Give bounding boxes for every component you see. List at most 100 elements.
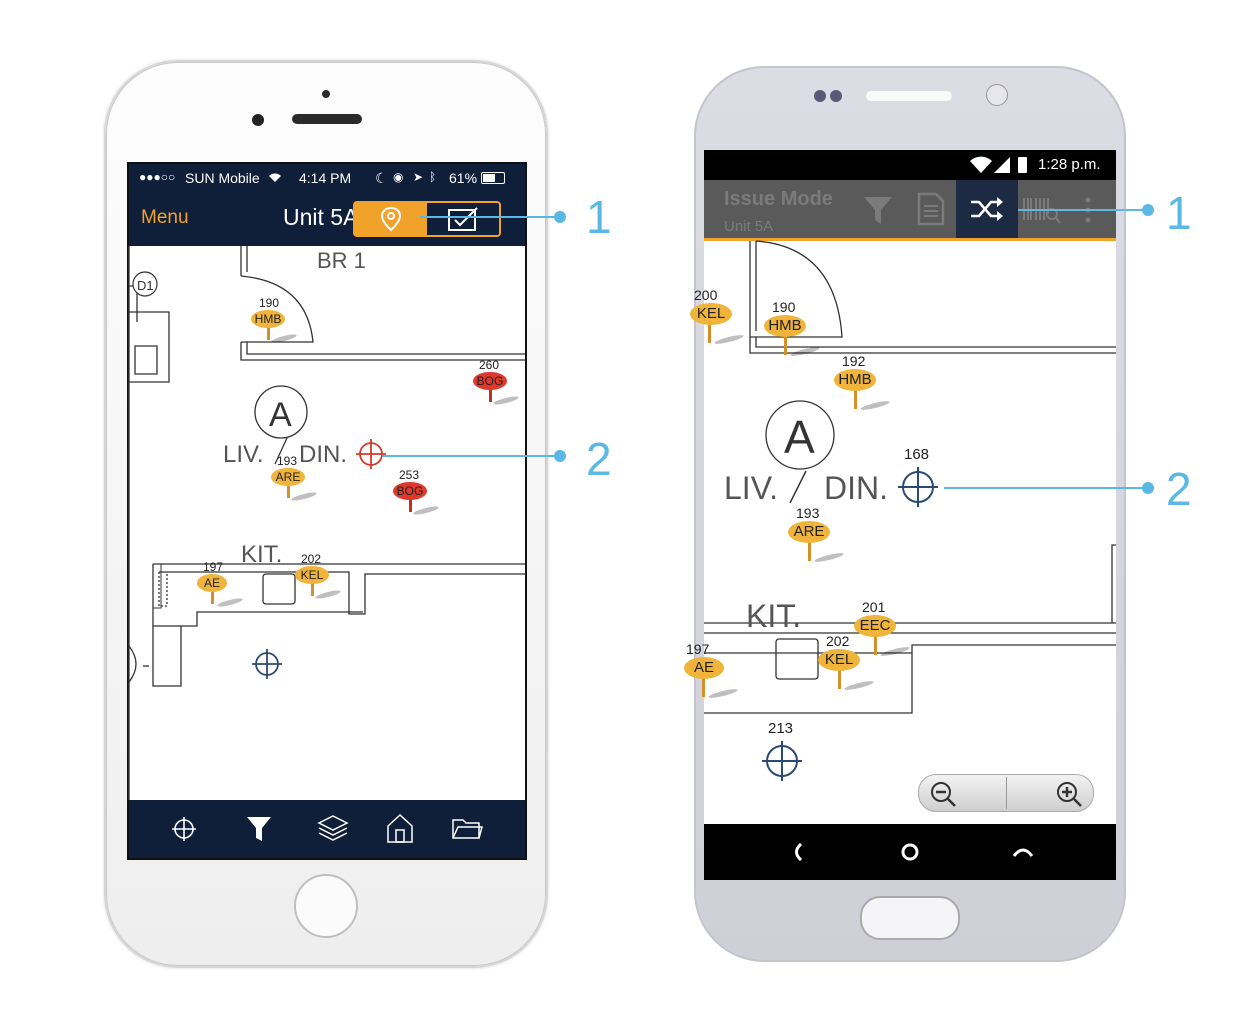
target-icon[interactable] [898,467,938,507]
bluetooth-icon: ᛒ [429,170,437,184]
clock-time: 4:14 PM [299,170,352,186]
menu-button[interactable]: Menu [141,207,189,228]
zoom-control [918,774,1094,812]
floor-plan[interactable]: BR 1 D1 A LIV. DIN. KIT. [128,246,525,800]
zoom-out-button[interactable] [919,775,1006,811]
pin-code: BOG [393,482,427,500]
pin-number: 197 [686,641,710,657]
pin-number: 193 [277,454,298,468]
callout-line [382,455,560,457]
plan-label-liv: LIV. [724,470,778,506]
filter-icon[interactable] [862,194,894,226]
ios-toolbar [129,800,525,858]
target-icon[interactable] [762,741,802,781]
pin-number: 197 [203,560,224,574]
shuffle-icon [971,197,1003,221]
cell-signal-icon [994,157,1010,173]
plan-label-room-a: A [269,396,292,434]
pin-code: AE [684,657,724,679]
plan-label-kit: KIT. [241,541,282,568]
recents-icon[interactable] [1012,846,1034,858]
android-status-bar: 1:28 p.m. [704,150,1116,180]
back-icon[interactable] [790,842,804,862]
shuffle-mode-button[interactable] [956,180,1018,238]
crosshair-icon[interactable] [171,816,197,842]
home-button[interactable] [294,874,358,938]
zoom-in-button[interactable] [1007,775,1093,811]
floor-plan[interactable]: A LIV. DIN. KIT. 168 213 [704,240,1116,824]
mode-segmented-control [353,201,501,237]
callout-number-1: 1 [1166,187,1192,239]
sensor-dot [830,90,842,102]
callout-dot [1142,482,1154,494]
document-icon[interactable] [916,192,946,226]
location-arrow-icon: ➤ [413,170,424,184]
home-icon[interactable] [385,812,415,844]
android-app-bar: Issue Mode Unit 5A [704,180,1116,241]
callout-number-2: 2 [586,433,612,485]
rotation-lock-icon: ◉ [393,170,404,184]
pin-mode-segment[interactable] [355,203,427,235]
pin-number: 200 [694,287,718,303]
callout-dot [554,211,566,223]
sensor-dot [322,90,330,98]
home-button[interactable] [860,896,960,940]
ios-nav-bar: Menu Unit 5A [129,192,525,246]
pin-number: 192 [842,353,866,369]
plan-label-liv: LIV. [223,441,264,468]
plan-label-din: DIN. [299,441,347,468]
pin-code: HMB [834,369,876,391]
callout-number-2: 2 [1166,463,1192,515]
pin-number: 193 [796,505,820,521]
pin-code: KEL [818,649,860,671]
layers-icon[interactable] [317,814,349,842]
plan-label-room-a: A [784,411,815,463]
target-number: 168 [904,446,929,463]
clock-time: 1:28 p.m. [1038,156,1101,173]
ios-status-bar: ●●●○○ SUN Mobile 4:14 PM ☾ ◉ ➤ ᛒ 61% [129,164,525,192]
selected-target-icon[interactable] [356,439,386,469]
battery-icon [481,172,505,184]
pin-number: 202 [301,552,322,566]
wifi-icon [970,156,992,173]
pin-code: KEL [690,303,732,325]
callout-dot [1142,204,1154,216]
callout-line [420,216,560,218]
pin-code: ARE [271,468,305,486]
filter-icon[interactable] [245,814,273,844]
target-icon[interactable] [252,649,282,679]
callout-line [944,487,1146,489]
checklist-mode-segment[interactable] [427,203,499,235]
pin-number: 201 [862,599,886,615]
overflow-menu-icon[interactable] [1084,196,1092,224]
wifi-icon [267,170,283,186]
pin-code: BOG [473,372,507,390]
folder-icon[interactable] [451,814,483,842]
pin-number: 260 [479,358,500,372]
android-nav-bar [704,824,1116,880]
pin-code: HMB [764,315,806,337]
android-pin-layer: 200 KEL 190 HMB 192 HMB 193 ARE 201 [684,241,1116,824]
home-circle-icon[interactable] [900,842,920,862]
target-number: 213 [768,720,793,737]
earpiece [292,114,362,124]
pin-number: 190 [259,296,280,310]
plan-label-kit: KIT. [746,598,801,634]
checkbox-icon [448,207,478,231]
plan-label-br1: BR 1 [317,248,366,273]
callout-number-1: 1 [586,191,612,243]
pin-number: 202 [826,633,850,649]
pin-code: KEL [295,566,329,584]
pin-code: EEC [854,615,896,637]
battery-icon [1018,157,1027,173]
pin-number: 253 [399,468,420,482]
sensor-dot [814,90,826,102]
callout-dot [554,450,566,462]
unit-subtitle: Unit 5A [724,218,774,235]
front-camera [252,114,264,126]
iphone-pin-layer: 190 HMB 260 BOG 193 ARE 253 BOG 197 [129,246,525,800]
pin-number: 190 [772,299,796,315]
pin-code: HMB [251,310,285,328]
unit-title: Unit 5A [283,204,359,230]
carrier-name: SUN Mobile [185,170,260,186]
